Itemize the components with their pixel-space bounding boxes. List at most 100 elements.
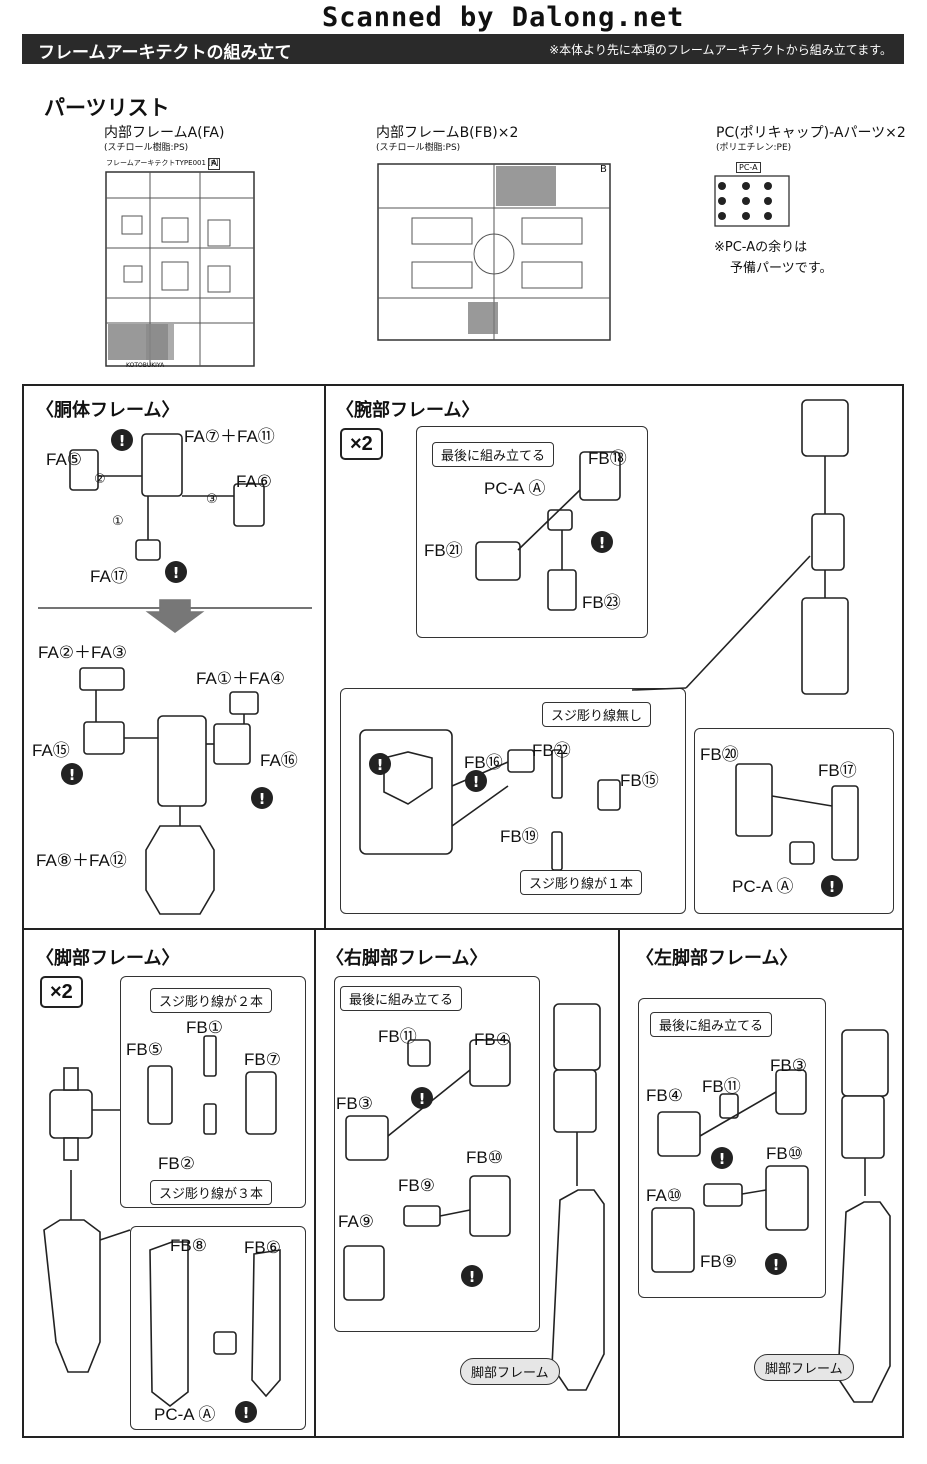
arm-label-fb23: FB㉓ [582, 593, 621, 612]
runner-a-letter: A [208, 158, 221, 170]
leg-label-fb2: FB② [158, 1154, 195, 1173]
svg-text:!: ! [243, 1404, 250, 1422]
arm-label-fb18: FB⑱ [588, 449, 627, 468]
torso-label-fa8-fa12: FA⑧＋FA⑫ [36, 851, 127, 870]
leg-label-pca: PC-A Ⓐ [154, 1405, 216, 1424]
runner-pc-name: PC(ポリキャップ)-Aパーツ×2 [716, 125, 906, 141]
runner-a-tag: フレームアーキテクトTYPE001 [R] [106, 159, 219, 167]
arm-title: 〈腕部フレーム〉 [336, 400, 480, 421]
leg-inset-top [120, 976, 306, 1208]
leg-diagram: ! スジ彫り線が２本 スジ彫り線が３本 FB① FB⑤ FB⑦ FB② FB⑧ … [24, 940, 314, 1436]
runner-a-diagram: フレームアーキテクトTYPE001 [R] A KOTOBUKIYA [100, 158, 260, 370]
leg-label-fb5: FB⑤ [126, 1040, 163, 1059]
arm-inset-forearm [694, 728, 894, 914]
leg-title: 〈脚部フレーム〉 [36, 948, 180, 969]
leg-label-fb1: FB① [186, 1018, 223, 1037]
right-foot-callout-last: 最後に組み立てる [340, 986, 463, 1011]
runner-pc-tag: PC-A [736, 162, 761, 173]
svg-text:!: ! [119, 432, 126, 450]
runner-a-material: (スチロール樹脂:PS) [104, 143, 189, 153]
torso-step-1: ① [112, 514, 124, 529]
arm-label-fb16: FB⑯ [464, 753, 503, 772]
arm-diagram: !! !! 最後に組み立てる スジ彫り線無し スジ彫り線が１本 FB⑱ PC-A… [326, 386, 902, 926]
right-foot-label-fb10: FB⑩ [466, 1148, 503, 1167]
left-foot-label-fb4: FB④ [646, 1086, 683, 1105]
leg-callout-three-lines: スジ彫り線が３本 [150, 1180, 273, 1205]
torso-label-fa7-fa11: FA⑦＋FA⑪ [184, 427, 275, 446]
arm-multiplier: ×2 [340, 428, 383, 460]
svg-text:!: ! [419, 1090, 426, 1108]
svg-text:!: ! [173, 564, 180, 582]
torso-label-fa1-fa4: FA①＋FA④ [196, 669, 286, 688]
left-foot-label-fa10: FA⑩ [646, 1186, 683, 1205]
runner-pc-diagram: PC-A [712, 160, 792, 230]
left-foot-inset [638, 998, 826, 1298]
torso-label-fa15: FA⑮ [32, 741, 70, 760]
svg-text:!: ! [473, 773, 480, 791]
leg-label-fb8: FB⑧ [170, 1236, 207, 1255]
left-foot-diagram: !! 最後に組み立てる FB④ FB⑪ FB③ FB⑩ FA⑩ FB⑨ 脚部フレ… [620, 940, 902, 1436]
left-foot-callout-last: 最後に組み立てる [650, 1012, 773, 1037]
torso-label-fa6: FA⑥ [236, 472, 273, 491]
runner-b-letter: B [600, 164, 607, 175]
right-foot-label-fb4: FB④ [474, 1030, 511, 1049]
arm-callout-one-line: スジ彫り線が１本 [520, 870, 643, 895]
leg-label-fb7: FB⑦ [244, 1050, 281, 1069]
arm-label-fb21: FB㉑ [424, 541, 463, 560]
torso-diagram: !! !! FA⑦＋FA⑪ FA⑤ FA⑥ FA⑰ ① ② ③ FA②＋FA③ … [24, 420, 324, 926]
left-foot-label-fb10: FB⑩ [766, 1144, 803, 1163]
left-foot-label-fb9: FB⑨ [700, 1252, 737, 1271]
right-foot-label-fa9: FA⑨ [338, 1212, 375, 1231]
arm-label-fb22: FB㉒ [532, 741, 571, 760]
right-foot-inset [334, 976, 540, 1332]
arm-inset-elbow [340, 688, 686, 914]
right-foot-label-fb9: FB⑨ [398, 1176, 435, 1195]
page-title-bar: フレームアーキテクトの組み立て ※本体より先に本項のフレームアーキテクトから組み… [22, 34, 904, 64]
right-foot-diagram: !! 最後に組み立てる FB⑪ FB④ FB③ FB⑨ FB⑩ FA⑨ 脚部フレ… [316, 940, 618, 1436]
arm-label-fb19: FB⑲ [500, 827, 539, 846]
right-foot-label-fb11: FB⑪ [378, 1027, 417, 1046]
right-foot-leg-badge: 脚部フレーム [460, 1358, 560, 1385]
torso-label-fa17: FA⑰ [90, 567, 128, 586]
arm-label-fb15: FB⑮ [620, 771, 659, 790]
torso-step-3: ③ [206, 492, 218, 507]
right-foot-label-fb3: FB③ [336, 1094, 373, 1113]
pc-spare-note-1: ※PC-Aの余りは [714, 240, 808, 255]
runner-b-name: 内部フレームB(FB)×2 [376, 125, 519, 141]
assembly-note: ※本体より先に本項のフレームアーキテクトから組み立てます。 [549, 43, 892, 57]
svg-text:!: ! [599, 534, 606, 552]
arm-inset-top [416, 426, 648, 638]
svg-text:!: ! [773, 1256, 780, 1274]
left-foot-leg-badge: 脚部フレーム [754, 1354, 854, 1381]
right-foot-title: 〈右脚部フレーム〉 [326, 948, 488, 969]
torso-label-fa5: FA⑤ [46, 450, 83, 469]
arm-label-fb20: FB⑳ [700, 745, 739, 764]
leg-multiplier: ×2 [40, 976, 83, 1008]
leg-callout-two-lines: スジ彫り線が２本 [150, 988, 273, 1013]
left-foot-title: 〈左脚部フレーム〉 [636, 948, 798, 969]
runner-b-diagram: B [372, 158, 616, 344]
torso-step-2: ② [94, 472, 106, 487]
arm-label-fb17: FB⑰ [818, 761, 857, 780]
svg-text:!: ! [719, 1150, 726, 1168]
runner-a-maker: KOTOBUKIYA [126, 362, 165, 369]
svg-text:!: ! [69, 766, 76, 784]
leg-inset-bottom [130, 1226, 306, 1430]
left-foot-label-fb11: FB⑪ [702, 1077, 741, 1096]
torso-title: 〈胴体フレーム〉 [36, 400, 180, 421]
torso-label-fa16: FA⑯ [260, 751, 298, 770]
page-title: フレームアーキテクトの組み立て [38, 43, 292, 63]
arm-label-pca-bottom: PC-A Ⓐ [732, 877, 794, 896]
parts-list-title: パーツリスト [44, 96, 170, 120]
svg-text:!: ! [377, 756, 384, 774]
svg-text:!: ! [259, 790, 266, 808]
arm-label-pca-top: PC-A Ⓐ [484, 479, 546, 498]
scanner-watermark: Scanned by Dalong.net [322, 2, 685, 33]
torso-label-fa2-fa3: FA②＋FA③ [38, 643, 128, 662]
svg-text:!: ! [829, 878, 836, 896]
left-foot-panel [618, 928, 904, 1438]
runner-a-name: 内部フレームA(FA) [104, 125, 225, 141]
runner-b-material: (スチロール樹脂:PS) [376, 143, 461, 153]
pc-spare-note-2: 予備パーツです。 [730, 261, 833, 276]
arm-callout-no-line: スジ彫り線無し [542, 702, 652, 727]
